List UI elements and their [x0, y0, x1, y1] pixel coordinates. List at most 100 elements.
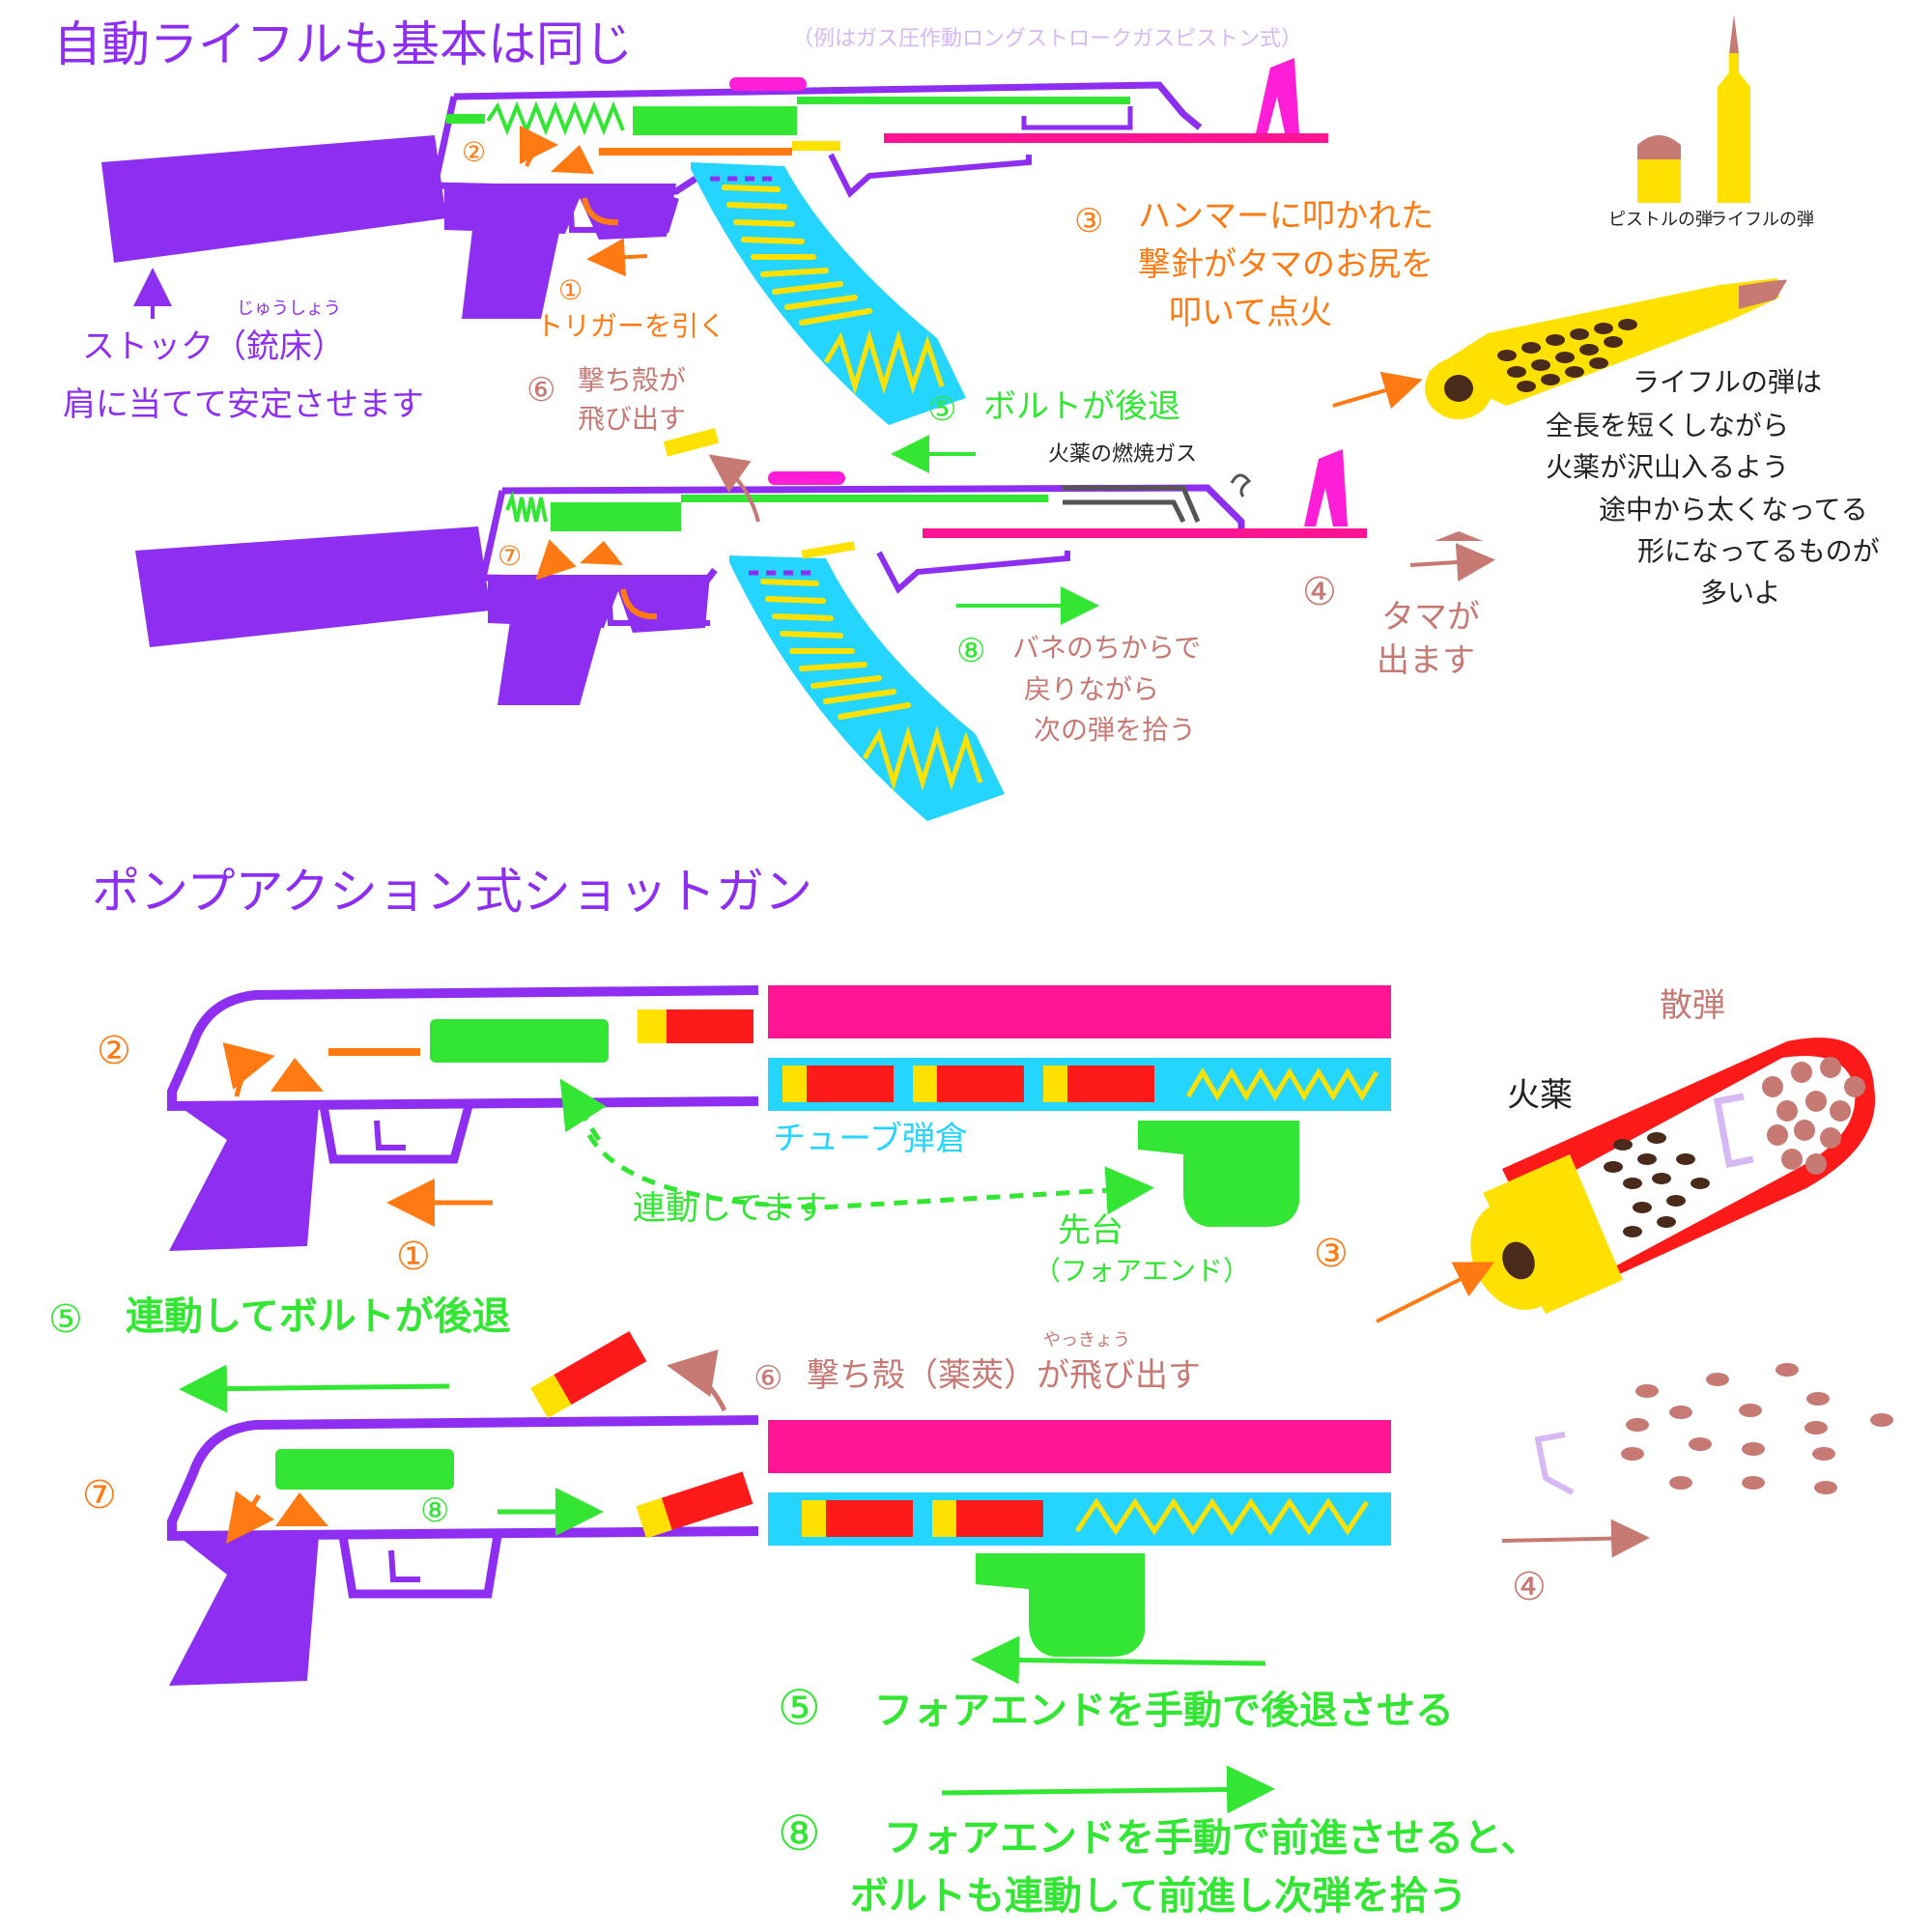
shotgun2-forend: [976, 1553, 1145, 1657]
flying-wad: [1534, 1432, 1575, 1495]
rifle-note-line6: 多いよ: [1700, 577, 1781, 609]
shell-powder: [1604, 1132, 1710, 1237]
shot-exit-arrow: [1501, 1519, 1650, 1558]
rifle-step8-line3: 次の弾を拾う: [1034, 714, 1197, 746]
shotgun-trigger: [374, 1120, 406, 1151]
shotgun-step8-number: ⑧: [420, 1492, 450, 1530]
chambered-bullet: [792, 141, 840, 151]
linkage-dashed-arrow: [586, 1133, 1154, 1215]
rifle2-stock: [135, 526, 491, 647]
tube-shells: [782, 1065, 1154, 1102]
forend-back-arrow: [971, 1635, 1266, 1685]
bottom-step5-number: ⑤: [778, 1680, 821, 1736]
rifle-step8-line2: 戻りながら: [1024, 673, 1160, 705]
rifle-note-line1: ライフルの弾は: [1633, 366, 1823, 398]
stock-ruby: じゅうしょう: [237, 298, 341, 319]
rifle2-handguard: [876, 551, 1070, 594]
cutaway-pointer-arrow: [1332, 371, 1423, 410]
shotgun-step6-ruby: やっきょう: [1043, 1330, 1130, 1350]
bottom-step5-label: フォアエンドを手動で後退させる: [874, 1689, 1454, 1733]
gas-tube: [1021, 106, 1133, 130]
shotgun2-trigger-guard: [338, 1535, 502, 1599]
hammer: [551, 145, 594, 174]
shotgun-step1-number: ①: [396, 1235, 431, 1279]
rifle-step4-line1: タマが: [1381, 598, 1480, 637]
shotgun-step5-number: ⑤: [48, 1297, 83, 1342]
rifle2-gas-piston-rod: [681, 495, 1048, 502]
rifle-step6-line2: 飛び出す: [578, 403, 687, 435]
rifle-note-line4: 途中から太くなってる: [1599, 494, 1868, 526]
bottom-step8-line2: ボルトも連動して前進し次弾を拾う: [850, 1874, 1467, 1918]
gas-label: 火薬の燃焼ガス: [1048, 442, 1198, 467]
shotgun-step5-label: 連動してボルトが後退: [126, 1294, 511, 1339]
shotgun2-hammer-arrow: [226, 1490, 274, 1545]
rifle-step6-number: ⑥: [526, 371, 556, 410]
rifle-note-line2: 全長を短くしながら: [1546, 410, 1790, 441]
tube-spring: [1185, 1067, 1379, 1101]
rifle2-magazine-rounds: [760, 579, 911, 720]
magazine-spring: [823, 329, 945, 395]
rifle-round-case: [1718, 53, 1750, 203]
shotgun2-hammer: [275, 1492, 328, 1526]
rifle-step3-line3: 叩いて点火: [1169, 294, 1332, 332]
rifle-note-line5: 形になってるものが: [1637, 535, 1880, 567]
shotgun-hammer-arrow: [222, 1042, 275, 1097]
shotgun-step2-number: ②: [97, 1029, 131, 1073]
shotgun2-loading-shell: [636, 1471, 753, 1539]
rifle-handguard: [828, 153, 1032, 198]
shotgun2-barrel: [768, 1420, 1391, 1473]
magazine-rounds: [722, 185, 872, 326]
shotgun-step6-number: ⑥: [753, 1359, 783, 1398]
cutaway-primer: [1444, 375, 1473, 402]
shotgun-trigger-guard: [319, 1104, 473, 1164]
pellet-label: 散弾: [1660, 986, 1725, 1025]
rifle-section-title: 自動ライフルも基本は同じ: [53, 16, 633, 72]
front-sight: [1256, 58, 1299, 133]
rifle2-recoil-spring-compressed: [505, 490, 548, 523]
rifle-step5-label: ボルトが後退: [983, 387, 1180, 426]
shell-wad: [1713, 1093, 1754, 1169]
bolt-carrier: [633, 106, 797, 135]
rifle-step3-line1: ハンマーに叩かれた: [1138, 197, 1434, 236]
rifle-step3-number: ③: [1074, 202, 1104, 241]
pistol-round-tip: [1637, 135, 1681, 159]
rifle2-hammer-reset-arrow: [535, 539, 577, 581]
rifle2-grip: [497, 609, 604, 705]
trigger-guard: [567, 192, 679, 233]
forend-reading: （フォアエンド）: [1034, 1255, 1251, 1287]
rifle2-front-sight: [1304, 449, 1348, 526]
forend-label: 先台: [1058, 1211, 1123, 1250]
rifle-step3-line2: 撃針がタマのお尻を: [1138, 245, 1434, 284]
shotgun-top: [167, 985, 1391, 1251]
rifle2-barrel: [923, 528, 1367, 538]
linkage-back-arrow: [559, 1078, 607, 1142]
shotgun-grip: [169, 1101, 319, 1251]
rifle-step4-line2: 出ます: [1377, 641, 1475, 680]
shell-pellets: [1762, 1057, 1865, 1175]
shotgun2-tube-shells: [802, 1500, 1043, 1537]
powder-label: 火薬: [1507, 1076, 1573, 1115]
shotgun-step3-number: ③: [1314, 1232, 1349, 1276]
ejected-casing: [663, 428, 720, 457]
rifle2-next-round: [801, 541, 856, 559]
shotgun-barrel: [768, 985, 1391, 1038]
flying-pellets: [1621, 1363, 1893, 1494]
magazine-body: [691, 162, 966, 425]
bottom-step8-line1: フォアエンドを手動で前進させると、: [884, 1816, 1540, 1861]
shotgun2-tube-spring: [1074, 1497, 1370, 1536]
bottom-step8-number: ⑧: [778, 1805, 821, 1861]
rifle2-trigger-guard: [606, 583, 710, 626]
shotgun-step7-number: ⑦: [82, 1473, 117, 1518]
shotgun-hammer: [270, 1058, 324, 1092]
rifle2-bolt-carrier: [551, 502, 681, 531]
tube-magazine-label: チューブ弾倉: [773, 1120, 968, 1158]
rifle-step8-number: ⑧: [956, 632, 986, 670]
recoil-spring-rod: [446, 114, 485, 124]
flying-shot: [1501, 1363, 1893, 1558]
fired-bullet: [1435, 531, 1483, 541]
rifle-barrel: [884, 133, 1328, 143]
rifle-round-cutaway: [1332, 278, 1787, 419]
shotgun2-receiver-outline: [167, 1415, 759, 1542]
stock-description: 肩に当てて安定させます: [63, 385, 424, 424]
